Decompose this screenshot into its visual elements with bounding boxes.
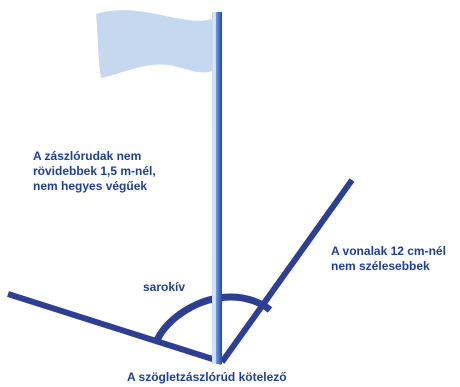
pole-requirement-label: A zászlórudak nem rövidebbek 1,5 m-nél, …	[33, 149, 156, 194]
line-width-line-2: nem szélesebbek	[331, 259, 430, 273]
touch-line	[219, 178, 355, 364]
pole-requirement-line-2: rövidebbek 1,5 m-nél,	[33, 164, 156, 178]
line-width-label: A vonalak 12 cm-nél nem szélesebbek	[331, 244, 446, 274]
flag-pole	[212, 12, 222, 364]
corner-arc	[153, 293, 273, 342]
flag-pole-highlight	[213, 12, 216, 364]
pole-requirement-line-3: nem hegyes végűek	[33, 179, 148, 193]
line-width-line-1: A vonalak 12 cm-nél	[331, 244, 446, 258]
corner-arc-label: sarokív	[143, 280, 186, 294]
goal-line	[7, 291, 223, 365]
mandatory-flag-label: A szögletzászlórúd kötelező	[127, 370, 287, 384]
pole-requirement-line-1: A zászlórudak nem	[33, 149, 142, 163]
flag-cloth	[96, 10, 214, 78]
